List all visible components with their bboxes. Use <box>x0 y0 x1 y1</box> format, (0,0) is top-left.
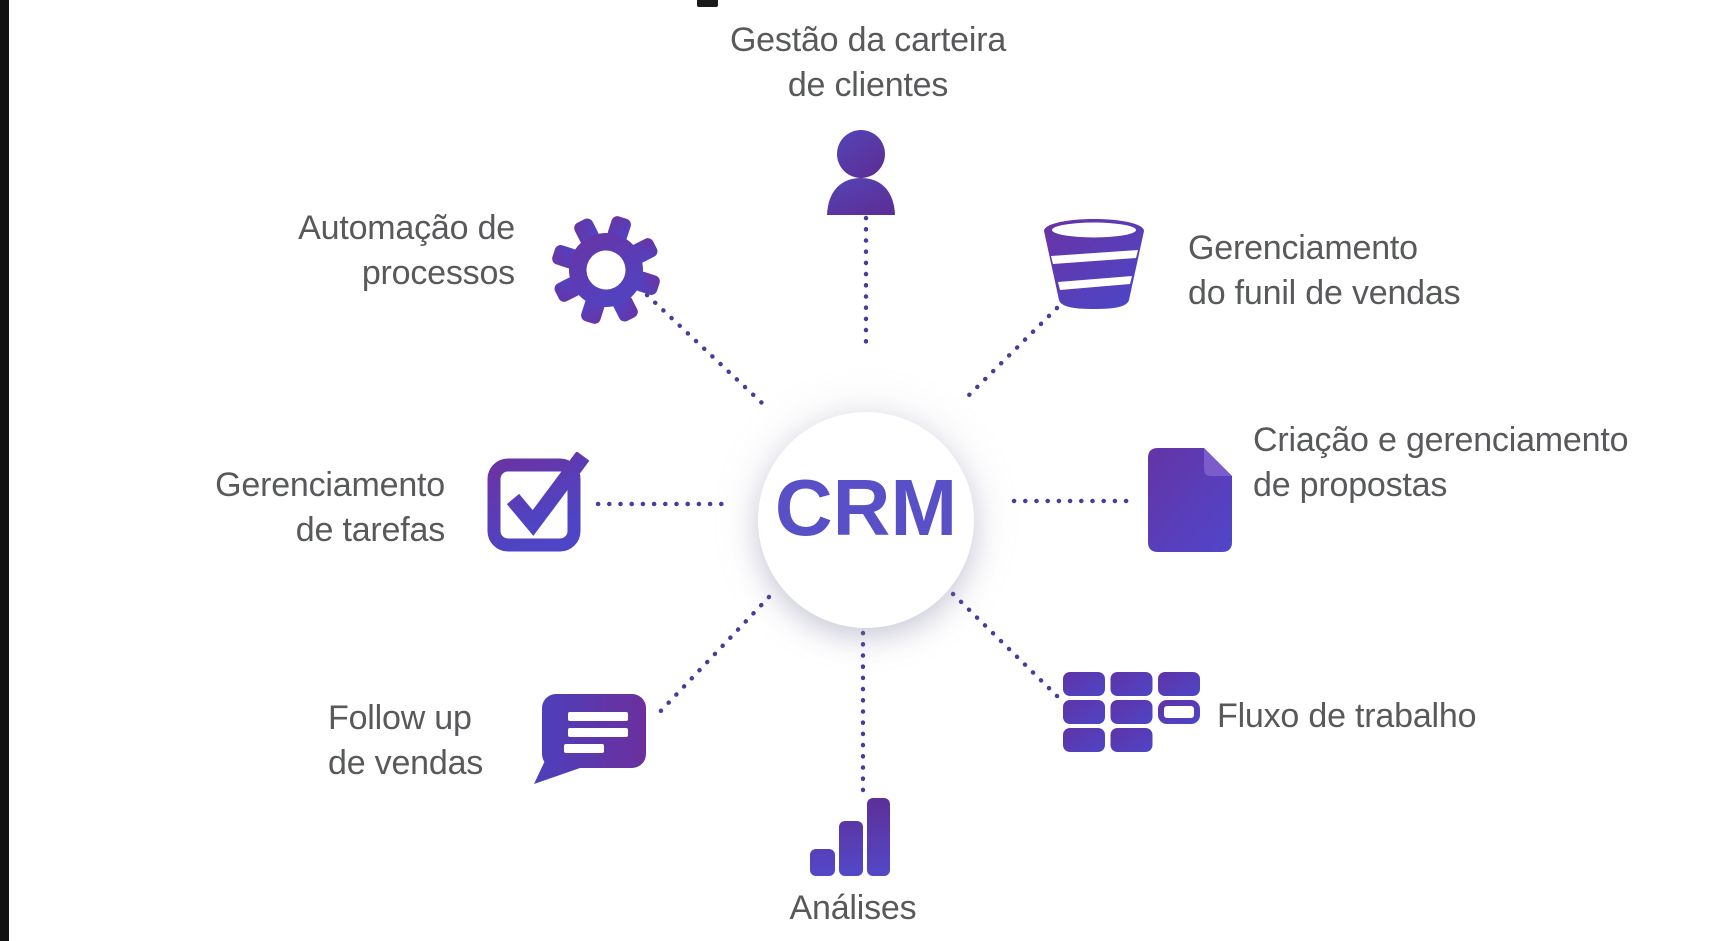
speech-bubble-icon <box>528 692 646 784</box>
label-line: Automação de <box>298 209 515 247</box>
connector-southeast <box>950 591 1061 700</box>
label-line: Fluxo de trabalho <box>1217 697 1477 735</box>
label-automacao: Automação de processos <box>215 206 515 296</box>
crm-label: CRM <box>774 463 958 552</box>
label-line: de clientes <box>787 66 949 104</box>
label-propostas: Criação e gerenciamento de propostas <box>1253 418 1628 508</box>
label-line: Análises <box>789 889 917 927</box>
checkbox-icon <box>486 452 598 552</box>
user-icon <box>826 127 900 215</box>
label-line: Follow up <box>328 699 472 737</box>
label-line: de propostas <box>1253 466 1448 504</box>
label-analises: Análises <box>703 886 1003 931</box>
connector-northwest <box>644 292 765 406</box>
label-line: de tarefas <box>295 511 445 549</box>
label-line: processos <box>361 254 515 292</box>
label-line: Criação e gerenciamento <box>1253 421 1629 459</box>
gear-icon <box>551 215 661 325</box>
label-funil: Gerenciamento do funil de vendas <box>1188 226 1461 316</box>
label-tarefas: Gerenciamento de tarefas <box>145 463 445 553</box>
top-edge-mark <box>697 0 718 7</box>
label-followup: Follow up de vendas <box>328 696 483 786</box>
left-edge-bar <box>0 0 9 941</box>
workflow-grid-icon <box>1063 672 1200 752</box>
label-gestao-carteira: Gestão da carteira de clientes <box>618 18 1118 108</box>
label-line: Gestão da carteira <box>729 21 1007 59</box>
connector-southwest <box>653 594 772 719</box>
label-line: do funil de vendas <box>1188 274 1461 312</box>
label-line: Gerenciamento <box>215 466 445 504</box>
label-line: Gerenciamento <box>1188 229 1418 267</box>
funnel-icon <box>1042 218 1146 310</box>
connector-northeast <box>959 305 1060 405</box>
label-fluxo: Fluxo de trabalho <box>1217 694 1477 739</box>
bar-chart-icon <box>810 798 890 876</box>
crm-center-circle: CRM <box>758 412 974 628</box>
label-line: de vendas <box>328 744 484 782</box>
document-icon <box>1148 448 1232 552</box>
